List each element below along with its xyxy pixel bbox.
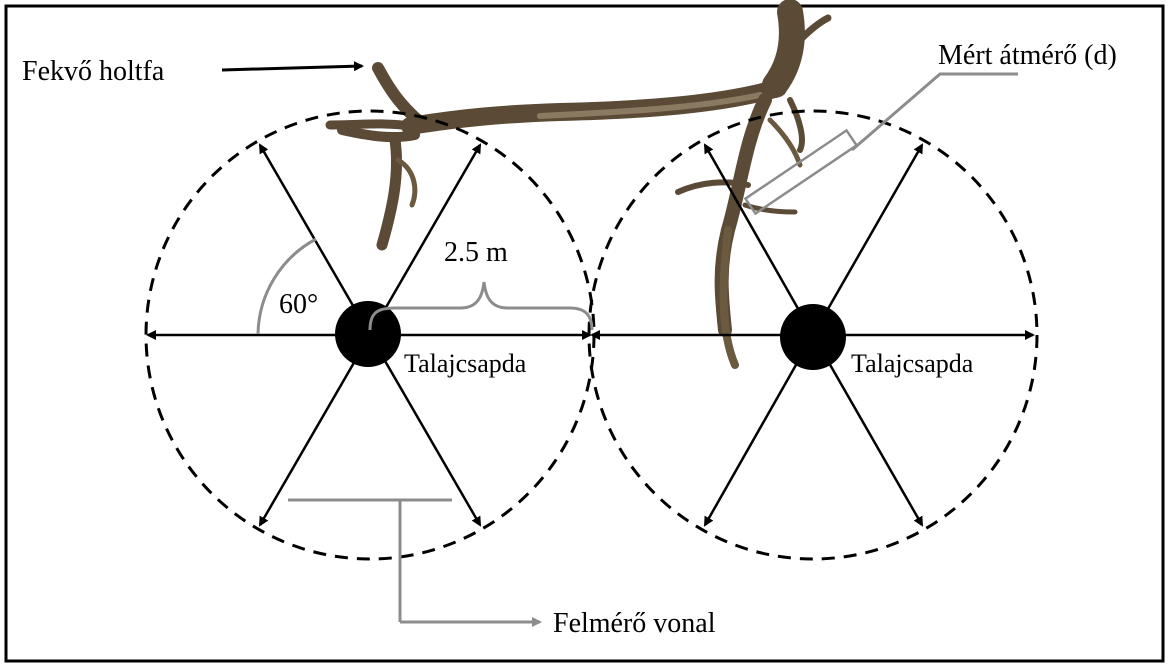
radius-label: 2.5 m xyxy=(444,237,508,268)
dead-wood-arrow xyxy=(222,66,362,70)
trap-right-label: Talajcsapda xyxy=(851,349,974,378)
trap-left-label: Talajcsapda xyxy=(404,349,527,378)
plot-right xyxy=(589,111,1037,559)
dead-wood-branch xyxy=(330,12,828,365)
plot-right-transect-upper-right xyxy=(813,145,922,335)
plot-left xyxy=(146,111,594,559)
measured-diameter-label: Mért átmérő (d) xyxy=(938,40,1117,71)
pitfall-trap-left xyxy=(335,301,401,367)
angle-label: 60° xyxy=(279,289,318,320)
pitfall-trap-right xyxy=(780,304,846,370)
measured-diameter-callout xyxy=(745,74,1018,214)
survey-line-callout xyxy=(288,500,540,622)
radius-brace xyxy=(370,282,592,330)
survey-line-label: Felmérő vonal xyxy=(553,608,716,639)
dead-wood-label: Fekvő holtfa xyxy=(22,56,165,87)
